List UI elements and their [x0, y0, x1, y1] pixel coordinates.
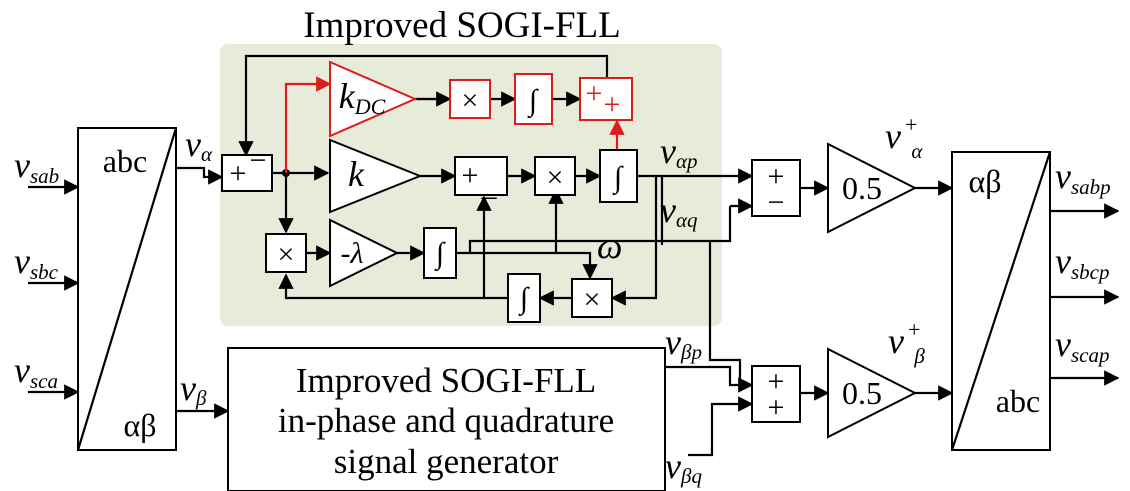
- multiply-symbol: ×: [547, 161, 564, 194]
- transform-left-top-label: abc: [103, 143, 147, 179]
- k-gain-label: k: [348, 154, 365, 194]
- integral-symbol: ∫: [527, 84, 539, 119]
- lambda-gain-label: -λ: [341, 237, 364, 270]
- signal-label-v-beta-q: vβq: [665, 446, 702, 488]
- abc-to-alphabeta-transform: abc αβ: [76, 127, 178, 451]
- output-label-scap: vscap: [1055, 324, 1109, 367]
- panel-title: Improved SOGI-FLL: [303, 5, 621, 46]
- kdc-gain-subscript: DC: [354, 94, 386, 119]
- k-gain-block: k: [329, 138, 423, 214]
- lambda-gain-block: -λ: [329, 218, 400, 288]
- dc-summer-plus-1: +: [586, 77, 603, 110]
- summer-plus: +: [768, 365, 785, 398]
- multiply-symbol: ×: [584, 283, 601, 316]
- generator-line-2: in-phase and quadrature: [278, 401, 614, 440]
- alpha-sequence-summer: + −: [751, 159, 801, 219]
- summer-plus-sign: +: [230, 157, 247, 190]
- fll-integrator: ∫: [423, 227, 457, 279]
- multiply-symbol: ×: [278, 238, 295, 271]
- dc-integrator: ∫: [514, 73, 553, 125]
- signal-label-v-plus-beta: v+β: [888, 317, 925, 368]
- multiply-symbol: ×: [462, 84, 479, 117]
- generator-line-1: Improved SOGI-FLL: [296, 361, 596, 400]
- alpha-q-integrator: ∫: [507, 273, 541, 323]
- svg-text:kDC: kDC: [339, 76, 386, 119]
- signal-label-v-beta: vβ: [180, 368, 207, 410]
- signal-label-omega: ω: [597, 226, 622, 266]
- input-label-sbc: vsbc: [14, 241, 59, 284]
- error-summer-minus: _: [481, 169, 498, 202]
- integral-symbol: ∫: [518, 282, 530, 317]
- output-label-sbcp: vsbcp: [1055, 241, 1109, 284]
- half-gain-beta-label: 0.5: [842, 375, 882, 411]
- integral-symbol: ∫: [612, 161, 624, 196]
- transform-right-bottom-label: abc: [996, 383, 1040, 419]
- half-gain-alpha: 0.5: [827, 142, 918, 234]
- kdc-gain-k: k: [339, 76, 356, 116]
- summer-plus: +: [768, 391, 785, 424]
- signal-label-v-alpha-q: vαq: [660, 190, 698, 232]
- dc-summer-plus-2: +: [604, 88, 621, 121]
- kdc-gain-block: kDC: [329, 60, 418, 138]
- alpha-q-multiplier: ×: [571, 278, 613, 318]
- summer-plus: +: [768, 160, 785, 193]
- integral-symbol: ∫: [434, 237, 446, 272]
- input-summer: + −: [221, 144, 273, 192]
- input-label-sab: vsab: [14, 145, 59, 188]
- half-gain-beta: 0.5: [827, 347, 918, 439]
- summer-minus-sign: −: [250, 144, 267, 177]
- signal-label-v-plus-alpha: v+α: [885, 112, 923, 163]
- fll-multiplier: ×: [265, 233, 307, 273]
- transform-right-top-label: αβ: [968, 163, 1001, 199]
- signal-label-v-alpha: vα: [185, 124, 213, 166]
- error-summer: + _: [454, 156, 508, 202]
- dc-multiplier: ×: [449, 79, 491, 119]
- omega-multiplier: ×: [534, 156, 576, 196]
- error-summer-plus: +: [462, 159, 479, 192]
- half-gain-alpha-label: 0.5: [842, 170, 882, 206]
- summer-minus: −: [768, 186, 785, 219]
- beta-signal-generator-block: Improved SOGI-FLL in-phase and quadratur…: [227, 347, 666, 491]
- output-label-sabp: vsabp: [1055, 156, 1111, 199]
- dc-summer: + +: [579, 77, 633, 121]
- alphabeta-to-abc-transform: αβ abc: [950, 151, 1052, 451]
- transform-left-bottom-label: αβ: [123, 407, 156, 443]
- signal-label-v-alpha-p: vαp: [660, 131, 698, 173]
- generator-line-3: signal generator: [334, 442, 559, 481]
- signal-label-v-beta-p: vβp: [665, 322, 702, 364]
- alpha-p-integrator: ∫: [599, 149, 638, 203]
- beta-sequence-summer: + +: [751, 365, 801, 424]
- input-label-sca: vsca: [14, 350, 58, 393]
